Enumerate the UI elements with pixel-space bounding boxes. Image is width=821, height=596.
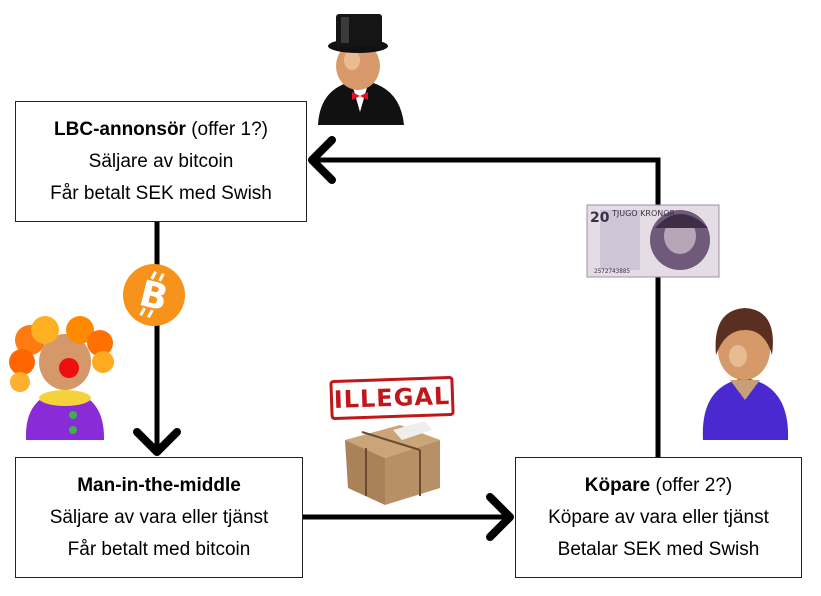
seller-title: LBC-annonsör <box>54 118 186 140</box>
seller-title-line: LBC-annonsör (offer 1?) <box>54 114 268 146</box>
buyer-title-line: Köpare (offer 2?) <box>585 470 733 502</box>
seller-title-suffix: (offer 1?) <box>185 118 268 140</box>
seller-box: LBC-annonsör (offer 1?) Säljare av bitco… <box>15 101 307 222</box>
mitm-line1: Säljare av vara eller tjänst <box>49 506 269 528</box>
arrow-buyer-to-seller <box>308 136 661 457</box>
buyer-title-suffix: (offer 2?) <box>650 474 733 496</box>
illegal-stamp: ILLEGAL <box>329 375 455 421</box>
buyer-title: Köpare <box>584 474 651 496</box>
mitm-title-line: Man-in-the-middle <box>77 470 241 502</box>
seller-line1: Säljare av bitcoin <box>88 150 234 172</box>
buyer-line1: Köpare av vara eller tjänst <box>548 506 769 528</box>
mitm-box: Man-in-the-middle Säljare av vara eller … <box>15 457 303 578</box>
buyer-box: Köpare (offer 2?) Köpare av vara eller t… <box>515 457 802 578</box>
mitm-line2: Får betalt med bitcoin <box>67 538 251 560</box>
mitm-title: Man-in-the-middle <box>77 474 241 496</box>
seller-line2: Får betalt SEK med Swish <box>50 182 272 204</box>
buyer-line2: Betalar SEK med Swish <box>557 538 760 560</box>
